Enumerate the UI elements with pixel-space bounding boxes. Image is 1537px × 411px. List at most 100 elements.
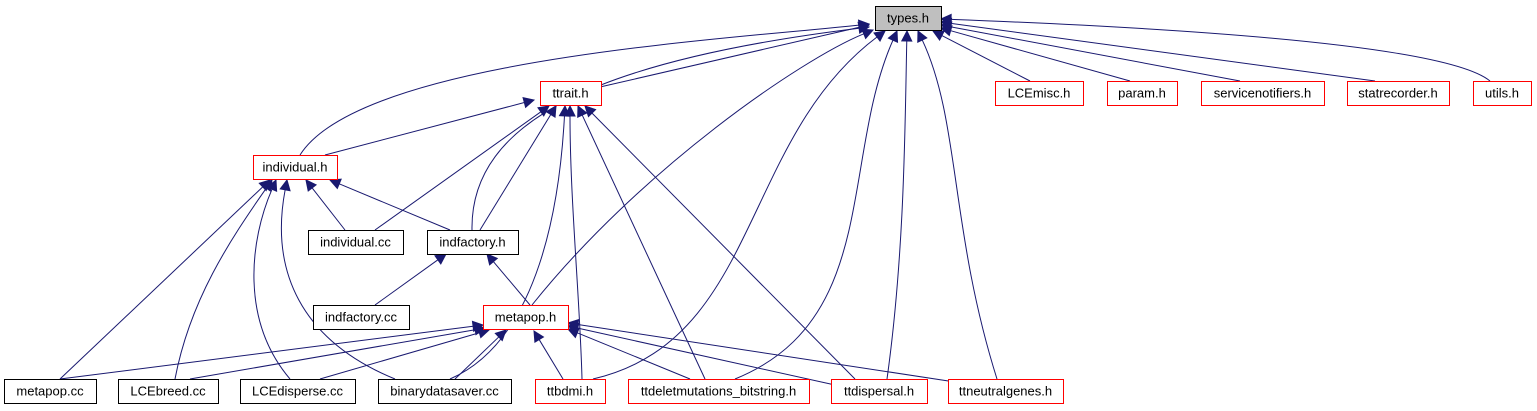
edge-arrowhead (564, 104, 576, 117)
edge-lcebreed_cc-to-metapop_h (189, 324, 487, 380)
edge-line (324, 102, 525, 156)
node-metapop-h[interactable]: metapop.h (483, 305, 569, 330)
node-binarydatasaver-cc[interactable]: binarydatasaver.cc (378, 379, 512, 404)
edge-line (950, 22, 1376, 82)
edge-line (493, 261, 531, 306)
edge-line (59, 325, 474, 380)
edge-line (189, 329, 476, 380)
edge-line (569, 115, 583, 380)
node-individual-cc[interactable]: individual.cc (308, 230, 404, 255)
node-statrecorder-h[interactable]: statrecorder.h (1347, 81, 1450, 106)
node-box (1201, 81, 1325, 106)
node-box (240, 379, 356, 404)
node-box (118, 379, 219, 404)
node-label: param.h (1118, 86, 1166, 101)
node-box (875, 6, 942, 31)
edge-arrowhead (328, 178, 342, 190)
node-label: ttneutralgenes.h (959, 384, 1052, 399)
edge-line (950, 30, 1131, 82)
nodes-layer: types.h ttrait.h LCEmisc.h param.h serviceno… (4, 6, 1532, 404)
edge-line (581, 114, 706, 380)
node-utils-h[interactable]: utils.h (1473, 81, 1532, 106)
edge-line (921, 39, 998, 380)
edge-ttdispersal_h-to-types_h (886, 29, 913, 380)
edge-ttdispersal_h-to-ttrait_h (584, 105, 856, 380)
node-box (535, 379, 606, 404)
edge-lcebreed_cc-to-individual_h (174, 179, 273, 380)
node-label: statrecorder.h (1358, 86, 1438, 101)
edge-line (454, 336, 500, 380)
edge-ttbdmi_h-to-types_h (592, 30, 886, 380)
edge-arrowhead (584, 105, 597, 118)
node-box (831, 379, 928, 404)
edge-ttdispersal_h-to-metapop_h (566, 322, 836, 386)
edge-metapop_h-to-indfactory_h (486, 253, 531, 306)
edge-lcemisc_h-to-types_h (932, 30, 1031, 82)
edge-line (479, 114, 552, 231)
edge-arrowhead (266, 178, 278, 192)
edge-indfactory_h-to-types_h (471, 22, 871, 231)
node-box (1473, 81, 1532, 106)
node-lcedisperse-cc[interactable]: LCEdisperse.cc (240, 379, 356, 404)
node-label: utils.h (1485, 86, 1519, 101)
edge-servicenotifiers_h-to-types_h (939, 21, 1241, 82)
edge-arrowhead (279, 178, 291, 192)
node-ttneutralgenes-h[interactable]: ttneutralgenes.h (948, 379, 1064, 404)
edge-line (950, 26, 1241, 82)
edge-line (886, 40, 908, 380)
node-label: individual.cc (320, 235, 391, 250)
edge-arrowhead (873, 30, 886, 42)
node-types-h: types.h (875, 6, 942, 31)
node-indfactory-cc[interactable]: indfactory.cc (313, 305, 410, 330)
edge-param_h-to-types_h (939, 25, 1131, 82)
node-label: ttrait.h (552, 86, 588, 101)
node-metapop-cc[interactable]: metapop.cc (4, 379, 97, 404)
edge-line (311, 187, 346, 231)
edge-arrowhead (522, 97, 536, 109)
node-box (313, 305, 410, 330)
edge-line (299, 24, 860, 156)
edge-arrowhead (494, 329, 507, 342)
edge-arrowhead (434, 253, 447, 265)
node-label: types.h (887, 11, 929, 26)
edge-line (174, 187, 267, 380)
edge-line (592, 36, 878, 380)
edge-arrowhead (861, 28, 875, 40)
node-label: LCEdisperse.cc (252, 384, 344, 399)
node-ttdispersal-h[interactable]: ttdispersal.h (831, 379, 928, 404)
node-box (4, 379, 97, 404)
edge-ttneutralgenes_h-to-types_h (917, 29, 998, 380)
node-label: metapop.h (495, 310, 556, 325)
edge-line (599, 26, 860, 88)
edge-binarydatasaver_cc-to-metapop_h (454, 329, 507, 380)
edge-metapop_cc-to-individual_h (59, 179, 271, 380)
node-indfactory-h[interactable]: indfactory.h (427, 230, 519, 255)
edge-ttneutralgenes_h-to-metapop_h (566, 318, 956, 383)
node-label: servicenotifiers.h (1214, 86, 1312, 101)
node-lcebreed-cc[interactable]: LCEbreed.cc (118, 379, 219, 404)
edge-line (253, 188, 291, 380)
node-ttbdmi-h[interactable]: ttbdmi.h (535, 379, 606, 404)
node-label: LCEbreed.cc (130, 384, 206, 399)
edge-line (577, 327, 836, 386)
edge-individual_cc-to-ttrait_h (374, 105, 550, 231)
node-box (1347, 81, 1450, 106)
node-ttrait-h[interactable]: ttrait.h (540, 81, 602, 106)
node-box (948, 379, 1064, 404)
edge-arrowhead (305, 179, 318, 192)
node-individual-h[interactable]: individual.h (253, 155, 338, 180)
edge-arrowhead (932, 30, 945, 41)
edge-line (531, 33, 864, 306)
node-lcemisc-h[interactable]: LCEmisc.h (995, 81, 1084, 106)
edge-arrowhead (486, 253, 499, 266)
edge-individual_h-to-ttrait_h (324, 97, 536, 156)
edge-line (577, 332, 691, 380)
edge-line (339, 183, 451, 231)
node-param-h[interactable]: param.h (1107, 81, 1178, 106)
node-label: indfactory.cc (325, 310, 398, 325)
node-servicenotifiers-h[interactable]: servicenotifiers.h (1201, 81, 1325, 106)
edges-layer (59, 13, 1491, 386)
node-label: binarydatasaver.cc (390, 384, 499, 399)
node-ttdeletmutations-h[interactable]: ttdeletmutations_bitstring.h (628, 379, 810, 404)
node-box (483, 305, 569, 330)
